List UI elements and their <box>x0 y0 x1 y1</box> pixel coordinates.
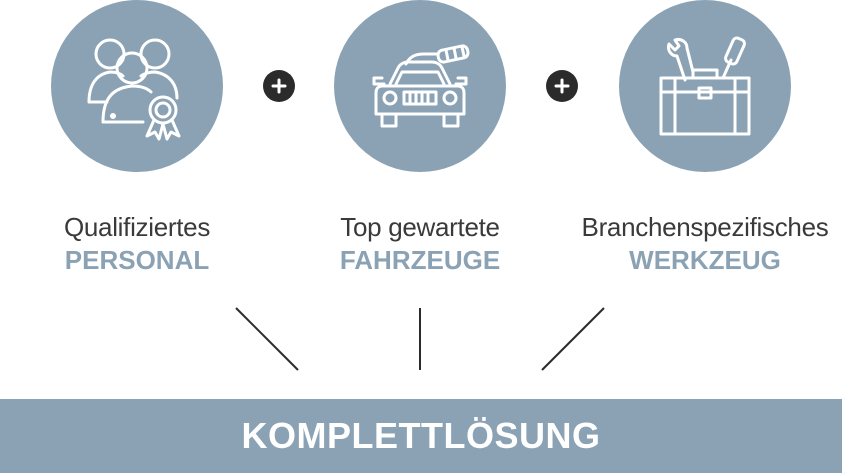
fahrzeuge-label: Top gewartete FAHRZEUGE <box>280 210 560 276</box>
connector-right <box>541 307 605 371</box>
fahrzeuge-circle <box>334 0 506 172</box>
werkzeug-label: Branchenspezifisches WERKZEUG <box>565 210 842 276</box>
fahrzeuge-line1: Top gewartete <box>340 212 500 242</box>
personal-line2: PERSONAL <box>64 245 210 275</box>
connector-lines <box>235 307 605 371</box>
people-award-icon <box>87 38 181 141</box>
car-screwdriver-icon <box>372 44 470 128</box>
connector-left <box>235 307 299 371</box>
personal-line1: Qualifiziertes <box>63 212 211 242</box>
result-label: KOMPLETTLÖSUNG <box>241 415 601 456</box>
werkzeug-line2: WERKZEUG <box>629 245 781 275</box>
werkzeug-circle <box>619 0 791 172</box>
result-banner: KOMPLETTLÖSUNG <box>0 399 842 473</box>
fahrzeuge-line2: FAHRZEUGE <box>339 245 501 275</box>
personal-label: Qualifiziertes PERSONAL <box>0 210 277 276</box>
plus-operator-1 <box>263 70 295 102</box>
plus-operator-2 <box>546 70 578 102</box>
plus-icon <box>554 78 570 94</box>
toolbox-icon <box>659 36 751 136</box>
plus-icon <box>271 78 287 94</box>
werkzeug-line1: Branchenspezifisches <box>581 212 829 242</box>
personal-circle <box>51 0 223 172</box>
